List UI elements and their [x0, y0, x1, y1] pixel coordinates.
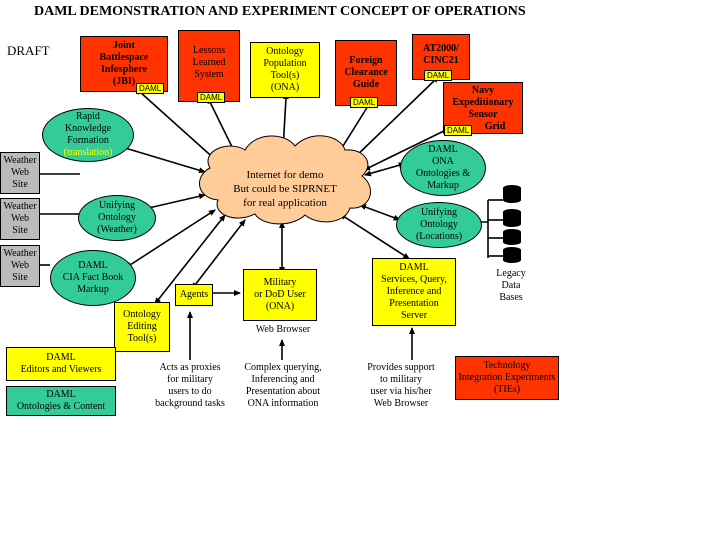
unify-weather-ellipse: Unifying Ontology (Weather)	[78, 195, 156, 241]
daml-tag-jbi: DAML	[136, 83, 165, 94]
cloud-text: Internet for demo But could be SIPRNET f…	[233, 169, 337, 209]
daml-tag-at2000: DAML	[424, 70, 453, 81]
legacy-databases-label: Legacy Data Bases	[496, 268, 526, 303]
daml-tag-navy: DAML	[444, 125, 473, 136]
cia-factbook-label: DAML CIA Fact Book Markup	[62, 260, 124, 295]
weather-site-2-label: Weather Web Site	[3, 201, 37, 236]
legacy-databases	[503, 185, 521, 263]
ona-population-box: Ontology Population Tool(s) (ONA)	[250, 42, 320, 98]
arrow-unify-loc	[359, 204, 401, 221]
unify-weather-label: Unifying Ontology (Weather)	[97, 200, 137, 235]
internet-cloud	[199, 135, 372, 225]
weather-site-1: Weather Web Site	[0, 152, 40, 194]
ona-ontologies-label: DAML ONA Ontologies & Markup	[415, 144, 471, 191]
editing-tools-box: Ontology Editing Tool(s)	[114, 302, 170, 352]
unify-locations-label: Unifying Ontology (Locations)	[415, 207, 463, 242]
web-browser-label: Web Browser	[255, 324, 311, 335]
arrow-ona-ont	[364, 162, 406, 177]
rapid-knowledge-ellipse: Rapid Knowledge Formation (translation)	[42, 108, 134, 162]
services-caption: Provides support to military user via hi…	[367, 362, 435, 409]
draft-label: DRAFT	[7, 43, 50, 58]
foreign-label: Foreign Clearance Guide	[344, 55, 388, 90]
lessons-box: Lessons Learned System	[178, 30, 240, 102]
agents-box: Agents	[175, 284, 213, 306]
daml-tag-foreign: DAML	[350, 97, 379, 108]
editing-tools-label: Ontology Editing Tool(s)	[123, 309, 161, 344]
military-user-label: Military or DoD User (ONA)	[254, 277, 306, 312]
editors-viewers-label: DAML Editors and Viewers	[20, 352, 102, 375]
lessons-label: Lessons Learned System	[192, 45, 226, 80]
ontologies-content-label: DAML Ontologies & Content	[16, 389, 106, 412]
tie-label: Technology Integration Experiments (TIEs…	[458, 360, 556, 395]
services-box: DAML Services, Query, Inference and Pres…	[372, 258, 456, 326]
tie-box: Technology Integration Experiments (TIEs…	[455, 356, 559, 400]
navy-label: Navy Expeditionary Sensor	[452, 85, 514, 120]
military-user-box: Military or DoD User (ONA)	[243, 269, 317, 321]
arrow-agents	[191, 219, 246, 290]
agents-caption: Acts as proxies for military users to do…	[155, 362, 225, 409]
foreign-box: Foreign Clearance Guide	[335, 40, 397, 106]
at2000-label: AT2000/ CINC21	[423, 43, 459, 66]
navy-box: Navy Expeditionary Sensor Grid	[443, 82, 523, 134]
navy-label-grid: Grid	[484, 121, 506, 132]
military-caption: Complex querying, Inferencing and Presen…	[244, 362, 322, 409]
arrow-services	[339, 213, 411, 260]
daml-tag-lessons: DAML	[197, 92, 226, 103]
page-title: DAML DEMONSTRATION AND EXPERIMENT CONCEP…	[34, 4, 526, 19]
jbi-label: Joint Battlespace Infosphere (JBI)	[99, 40, 149, 87]
rapid-knowledge-label: Rapid Knowledge Formation	[64, 111, 112, 146]
jbi-box: Joint Battlespace Infosphere (JBI)	[80, 36, 168, 92]
services-label: DAML Services, Query, Inference and Pres…	[381, 262, 447, 321]
ontologies-content-box: DAML Ontologies & Content	[6, 386, 116, 416]
editors-viewers-box: DAML Editors and Viewers	[6, 347, 116, 381]
unify-locations-ellipse: Unifying Ontology (Locations)	[396, 202, 482, 248]
weather-site-3: Weather Web Site	[0, 245, 40, 287]
agents-label: Agents	[179, 289, 209, 300]
arrow-rapid	[109, 142, 206, 174]
weather-site-1-label: Weather Web Site	[3, 155, 37, 190]
weather-site-3-label: Weather Web Site	[3, 248, 37, 283]
ona-ontologies-ellipse: DAML ONA Ontologies & Markup	[400, 140, 486, 196]
rapid-knowledge-sub: (translation)	[63, 147, 113, 158]
cia-factbook-ellipse: DAML CIA Fact Book Markup	[50, 250, 136, 306]
ona-population-label: Ontology Population Tool(s) (ONA)	[263, 46, 307, 93]
weather-site-2: Weather Web Site	[0, 198, 40, 240]
